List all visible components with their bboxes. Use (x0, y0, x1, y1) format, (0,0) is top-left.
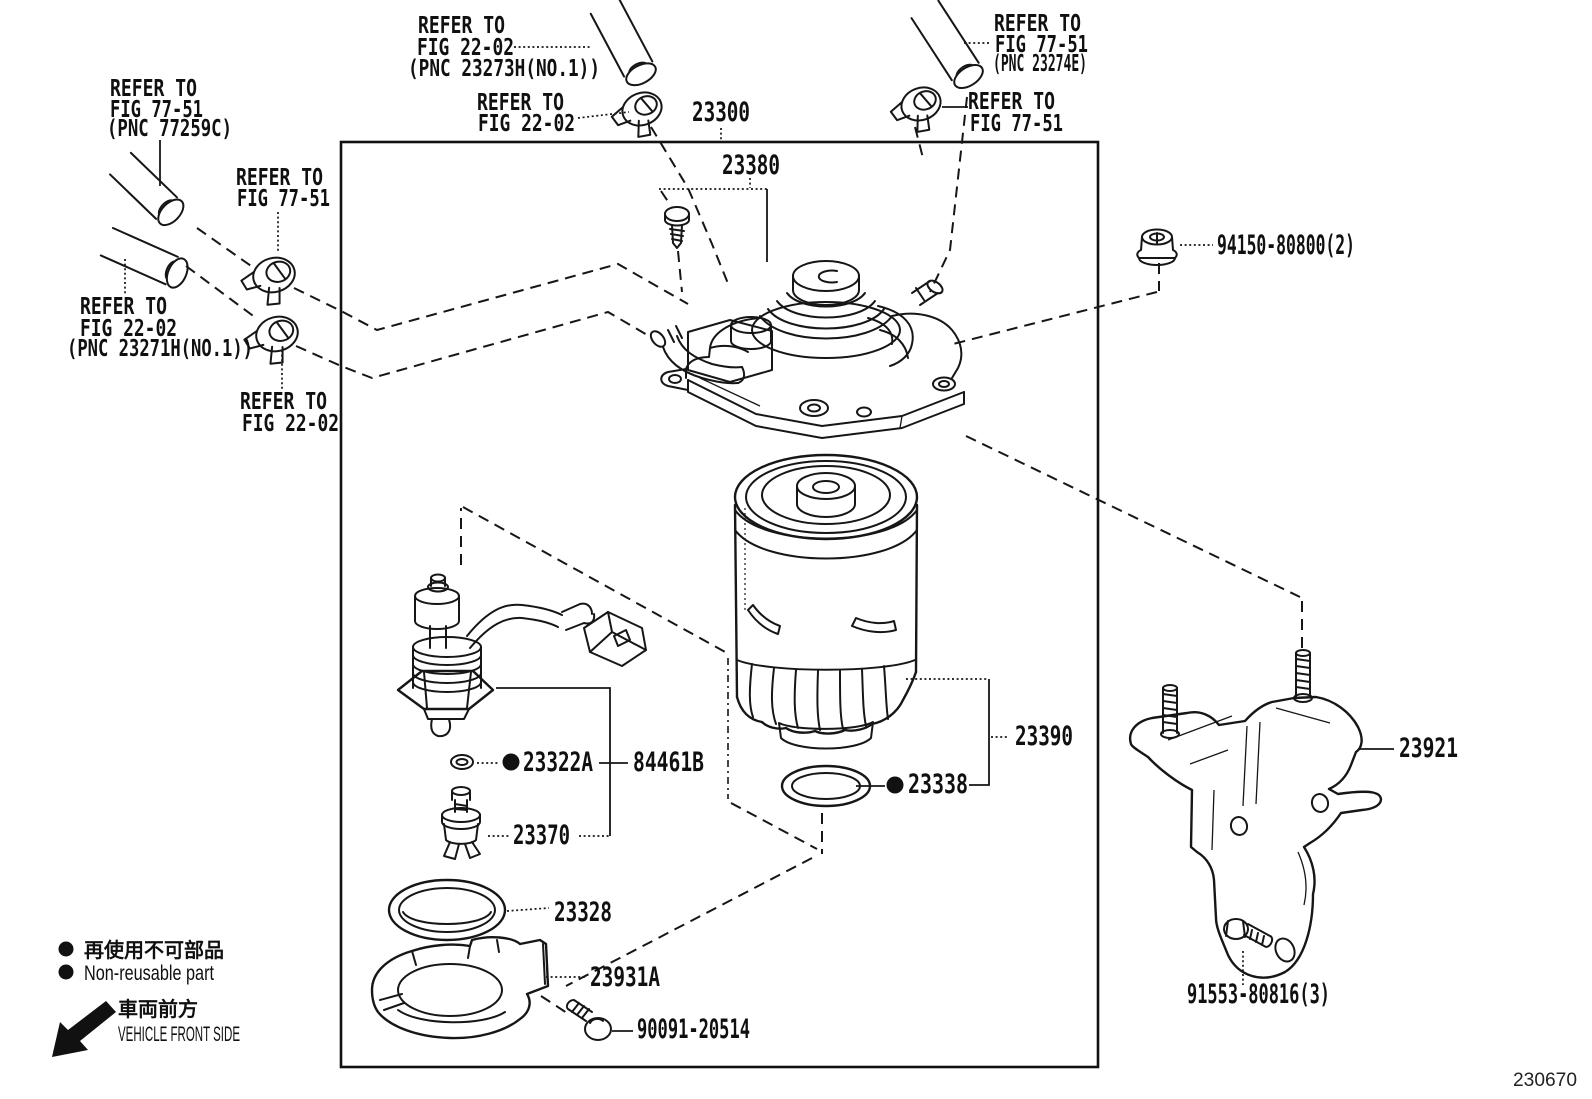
hose-clamp-7751-right-drawing (889, 86, 942, 133)
ref-7751-right-line1[interactable]: REFER TO (968, 89, 1055, 115)
ref-23273h-line2[interactable]: FIG 22-02 (417, 35, 514, 61)
ref-23273h-line1[interactable]: REFER TO (418, 13, 505, 39)
hose-clamp-7751-left-drawing (240, 256, 296, 306)
sensor-oring-drawing (450, 754, 474, 770)
ref-23274e-line2[interactable]: FIG 77-51 (995, 32, 1088, 58)
ref-23271h-line3[interactable]: (PNC 23271H(NO.1)) (67, 336, 253, 362)
ref-77259c-line3[interactable]: (PNC 77259C) (107, 116, 232, 142)
reference-labels: REFER TO FIG 77-51 (PNC 77259C) REFER TO… (67, 11, 1088, 437)
non-reusable-mark-23322a-icon (502, 753, 520, 771)
leader-lines (124, 42, 1394, 1032)
legend-vehicle-front-jp: 車両前方 (118, 997, 198, 1021)
fuel-filter-drawing (733, 453, 919, 750)
ref-2202-bottom-line2[interactable]: FIG 22-02 (242, 411, 339, 437)
ref-77259c-line2[interactable]: FIG 77-51 (110, 97, 203, 123)
part-number-23931a[interactable]: 23931A (590, 962, 660, 993)
ref-23274e-line3[interactable]: (PNC 23274E) (993, 51, 1087, 77)
hose-23273h-drawing (589, 0, 657, 87)
non-reusable-bullet-jp-icon (58, 941, 74, 957)
ref-2202-bottom-line1[interactable]: REFER TO (240, 389, 327, 415)
ref-23271h-line2[interactable]: FIG 22-02 (80, 316, 177, 342)
non-reusable-bullet-en-icon (58, 964, 74, 980)
assembly-alignment-lines (185, 96, 1303, 1014)
hose-clamp-2202-top-drawing (610, 91, 663, 138)
figure-code: 230670 (1513, 1070, 1577, 1091)
ref-23271h-line1[interactable]: REFER TO (80, 294, 167, 320)
part-number-23322a[interactable]: 23322A (523, 747, 593, 778)
part-number-23338[interactable]: 23338 (908, 769, 968, 800)
part-number-91553-80816[interactable]: 91553-80816(3) (1187, 979, 1330, 1010)
non-reusable-mark-23338-icon (886, 776, 904, 794)
ref-7751-right-line2[interactable]: FIG 77-51 (970, 111, 1063, 137)
hose-23274e-drawing (910, 0, 984, 90)
water-sensor-drawing (396, 573, 647, 738)
part-number-23328[interactable]: 23328 (554, 897, 612, 928)
legend-vehicle-front-en: VEHICLE FRONT SIDE (118, 1023, 240, 1046)
ref-2202-top-line2[interactable]: FIG 22-02 (478, 111, 575, 137)
ref-7751-left-line2[interactable]: FIG 77-51 (237, 186, 330, 212)
part-number-23300[interactable]: 23300 (692, 97, 750, 128)
pump-assembly-drawing (649, 260, 965, 439)
ref-7751-left-line1[interactable]: REFER TO (236, 165, 323, 191)
bracket-bolt-drawing (1223, 918, 1274, 948)
ref-2202-top-line1[interactable]: REFER TO (477, 90, 564, 116)
hose-77259c-drawing (109, 151, 185, 227)
ref-23273h-line3[interactable]: (PNC 23273H(NO.1)) (408, 56, 600, 82)
vehicle-front-arrow-icon (52, 1001, 116, 1057)
part-number-23390[interactable]: 23390 (1015, 721, 1073, 752)
nut-94150-drawing (1136, 228, 1178, 266)
bleeder-screw-drawing (664, 206, 690, 249)
part-number-23370[interactable]: 23370 (513, 820, 570, 851)
part-number-90091-20514[interactable]: 90091-20514 (637, 1014, 750, 1045)
part-number-23921[interactable]: 23921 (1399, 733, 1458, 764)
legend-non-reusable-en: Non-reusable part (84, 962, 214, 985)
part-number-labels: 23300 23380 94150-80800(2) 23390 23338 2… (502, 97, 1458, 1045)
gasket-drawing (387, 878, 507, 942)
part-number-23380[interactable]: 23380 (722, 150, 780, 181)
protector-drawing (370, 936, 550, 1040)
ref-23274e-line1[interactable]: REFER TO (994, 11, 1081, 37)
drain-cock-drawing (441, 786, 481, 860)
hose-23271h-drawing (99, 226, 189, 289)
diagram-frame (339, 140, 1100, 1069)
legend: 再使用不可部品 Non-reusable part 車両前方 VEHICLE F… (52, 938, 240, 1057)
bracket-drawing (1128, 649, 1383, 979)
legend-non-reusable-jp: 再使用不可部品 (84, 938, 224, 962)
part-number-84461b[interactable]: 84461B (633, 747, 704, 778)
part-number-94150-80800[interactable]: 94150-80800(2) (1217, 230, 1355, 261)
ref-77259c-line1[interactable]: REFER TO (110, 76, 197, 102)
protector-bolt-drawing (565, 998, 612, 1041)
